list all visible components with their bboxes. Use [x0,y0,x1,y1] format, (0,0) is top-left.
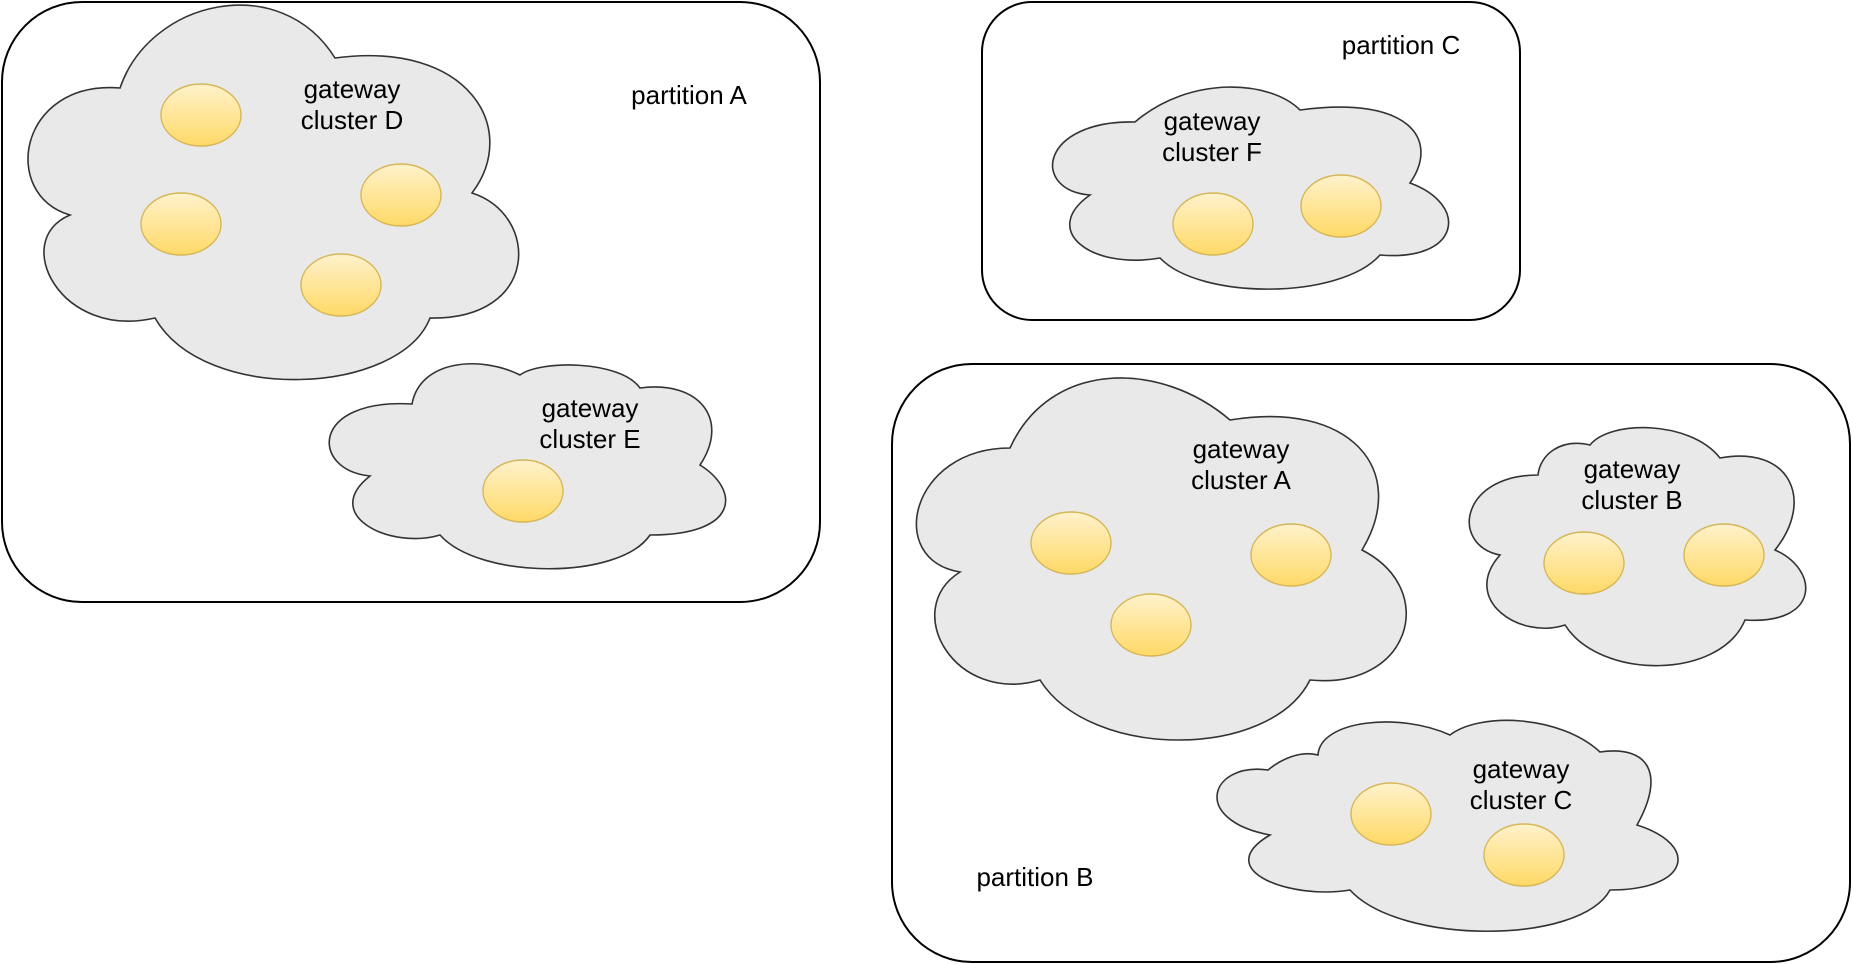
cluster-a-label-line1: gateway [1193,434,1290,464]
cluster-c-node-2[interactable] [1483,823,1565,887]
cluster-a-node-2[interactable] [1250,523,1332,587]
cluster-d-cloud [27,4,520,381]
cluster-e-label-line2: cluster E [539,424,640,454]
cluster-d-label-line2: cluster D [301,105,404,135]
cluster-d-node-3[interactable] [140,192,222,256]
cluster-b-label-line1: gateway [1584,454,1681,484]
cluster-b-cloud [1468,426,1807,667]
cluster-b-node-2[interactable] [1683,523,1765,587]
cluster-f-node-2[interactable] [1300,174,1382,238]
cluster-f-label-line2: cluster F [1162,137,1262,167]
cluster-a-node-1[interactable] [1030,511,1112,575]
cluster-c-label-line1: gateway [1473,754,1570,784]
cluster-a-label-line2: cluster A [1191,465,1291,495]
cluster-a-node-3[interactable] [1110,593,1192,657]
cluster-d-node-2[interactable] [360,163,442,227]
cluster-d-node-1[interactable] [160,83,242,147]
cluster-f-label-line1: gateway [1164,106,1261,136]
cluster-e-node-1[interactable] [482,459,564,523]
cluster-d-label-line1: gateway [304,74,401,104]
gateway-cluster-d[interactable]: gateway cluster D [27,4,520,381]
gateway-cluster-a[interactable]: gateway cluster A [915,377,1408,741]
cluster-c-label-line2: cluster C [1470,785,1573,815]
partition-a-label: partition A [631,80,747,110]
gateway-cluster-f[interactable]: gateway cluster F [1051,86,1450,290]
gateway-cluster-c[interactable]: gateway cluster C [1216,719,1679,933]
cluster-c-node-1[interactable] [1350,782,1432,846]
cluster-b-node-1[interactable] [1543,531,1625,595]
gateway-cluster-e[interactable]: gateway cluster E [328,363,727,570]
cluster-b-label-line2: cluster B [1581,485,1682,515]
gateway-cluster-b[interactable]: gateway cluster B [1468,426,1807,667]
cluster-f-cloud [1051,86,1450,290]
cluster-a-cloud [915,377,1408,741]
partition-b-label: partition B [976,862,1093,892]
cluster-e-label-line1: gateway [542,393,639,423]
partition-c-label: partition C [1342,30,1461,60]
cluster-c-cloud [1216,719,1679,933]
cluster-d-node-4[interactable] [300,253,382,317]
cluster-f-node-1[interactable] [1172,192,1254,256]
